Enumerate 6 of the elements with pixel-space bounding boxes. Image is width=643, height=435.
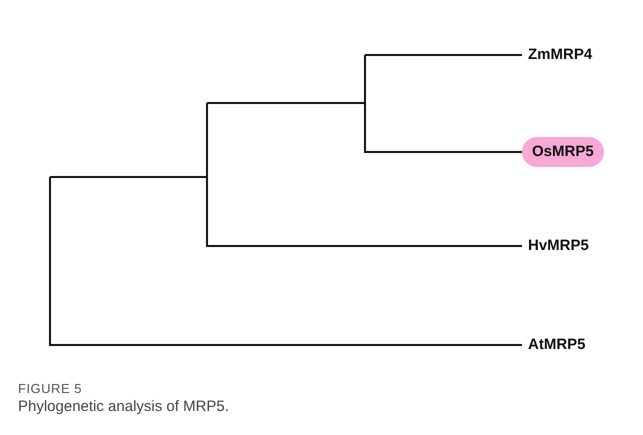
taxon-label: ZmMRP4: [528, 40, 592, 70]
figure-title: FIGURE 5: [18, 381, 82, 396]
taxon-label: HvMRP5: [528, 231, 589, 261]
taxon-label: AtMRP5: [528, 330, 586, 360]
figure-caption: Phylogenetic analysis of MRP5.: [18, 398, 229, 415]
highlighted-taxon-label: OsMRP5: [522, 137, 604, 167]
